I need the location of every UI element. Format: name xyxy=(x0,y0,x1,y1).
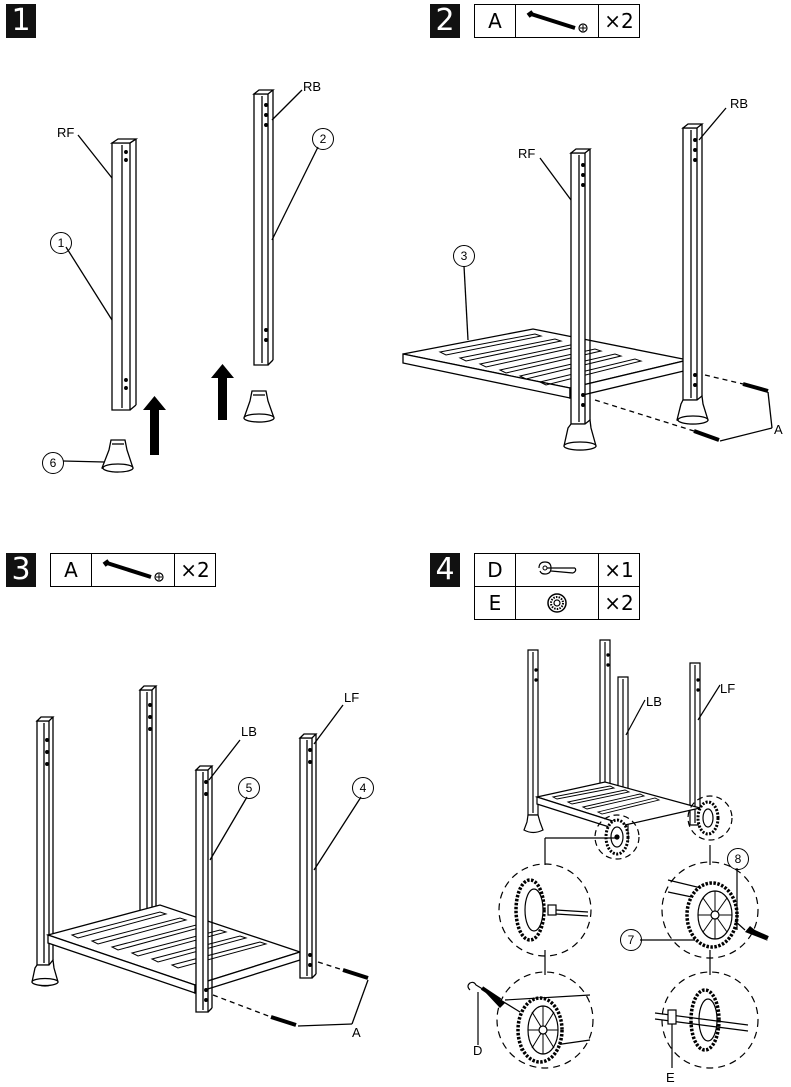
foot-cap xyxy=(243,390,275,423)
leg-back-right xyxy=(138,685,158,936)
step-2-parts-table: A ×2 xyxy=(474,4,640,38)
leg-lb xyxy=(194,765,214,1013)
leg-back-left xyxy=(31,716,59,987)
part-code: D xyxy=(474,553,516,587)
bolt-icon xyxy=(693,382,769,442)
detail-washer xyxy=(654,971,759,1069)
step-3-number: 3 xyxy=(6,553,36,587)
step-4-number: 4 xyxy=(430,553,460,587)
detail-wheel-inner xyxy=(498,863,592,957)
label-lf: LF xyxy=(344,690,360,705)
leg-rf xyxy=(109,138,139,411)
leg-lf xyxy=(298,733,318,979)
parts-row: A ×2 xyxy=(474,4,640,38)
part-qty: ×2 xyxy=(598,4,640,38)
label-lb: LB xyxy=(646,694,662,709)
step-4-parts-table: D ×1 E ×2 xyxy=(474,553,640,620)
label-a: A xyxy=(774,422,783,437)
detail-axle xyxy=(661,861,769,959)
label-rf: RF xyxy=(57,125,75,140)
label-e: E xyxy=(666,1070,675,1085)
callout-1: 1 xyxy=(50,232,72,254)
parts-row: A ×2 xyxy=(50,553,216,587)
washer-icon xyxy=(515,586,599,620)
leg-rb xyxy=(252,89,275,366)
part-qty: ×2 xyxy=(174,553,216,587)
step-3-parts-table: A ×2 xyxy=(50,553,216,587)
bolt-icon xyxy=(91,553,175,587)
label-d: D xyxy=(473,1043,483,1058)
callout-7: 7 xyxy=(620,929,642,951)
label-rb: RB xyxy=(303,79,322,94)
part-code: A xyxy=(474,4,516,38)
callout-5: 5 xyxy=(238,777,260,799)
callout-2: 2 xyxy=(312,128,334,150)
part-qty: ×1 xyxy=(598,553,640,587)
up-arrow-icon xyxy=(143,364,234,455)
leg-rf xyxy=(563,148,597,451)
label-rb: RB xyxy=(730,96,749,111)
part-code: A xyxy=(50,553,92,587)
part-qty: ×2 xyxy=(598,586,640,620)
callout-3: 3 xyxy=(453,245,475,267)
step-1-number: 1 xyxy=(6,4,36,38)
callout-6: 6 xyxy=(42,452,64,474)
clip-icon xyxy=(515,553,599,587)
label-a: A xyxy=(352,1025,361,1040)
label-lf: LF xyxy=(720,681,736,696)
foot-cap-6 xyxy=(101,439,134,473)
bolt-icon xyxy=(270,968,369,1027)
wheel-left xyxy=(604,818,630,856)
step-2-number: 2 xyxy=(430,4,460,38)
cart-frame xyxy=(523,639,701,841)
parts-row: E ×2 xyxy=(474,586,640,620)
parts-row: D ×1 xyxy=(474,553,640,587)
leg-rb xyxy=(676,123,709,425)
part-code: E xyxy=(474,586,516,620)
callout-4: 4 xyxy=(352,777,374,799)
detail-clip xyxy=(467,971,594,1069)
callout-8: 8 xyxy=(727,848,749,870)
bolt-icon xyxy=(515,4,599,38)
label-lb: LB xyxy=(241,724,257,739)
wheel-right xyxy=(696,800,720,836)
label-rf: RF xyxy=(518,146,536,161)
